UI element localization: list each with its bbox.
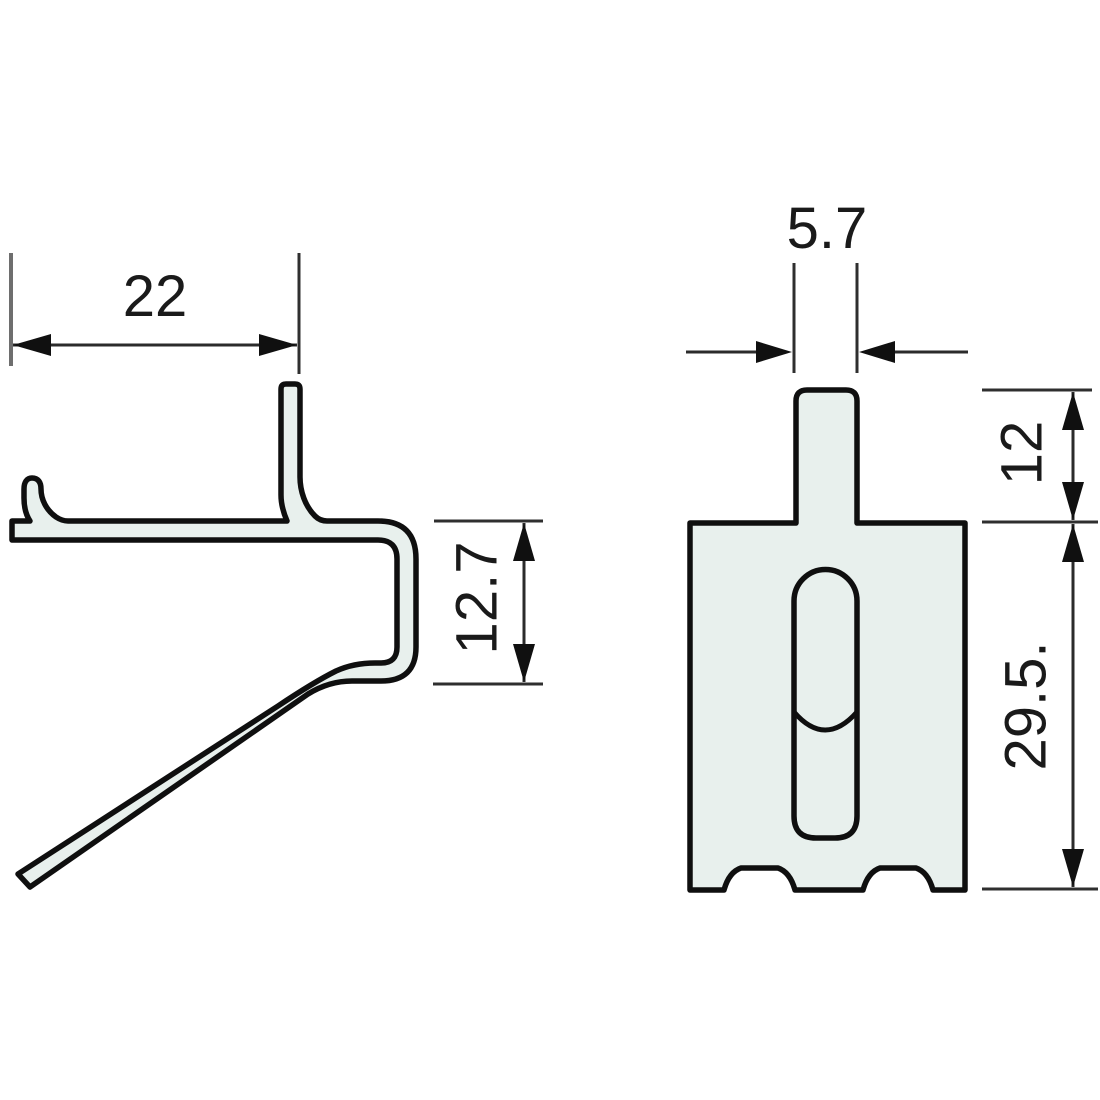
dim-label-front-body-height: 29.5. [993, 642, 1058, 771]
arrowhead-right [259, 334, 297, 356]
dim-side-width: 22 [9, 253, 301, 374]
arrowhead-down [1062, 849, 1084, 887]
arrowhead-left-pointing [859, 341, 895, 363]
dim-label-front-tab-width: 5.7 [787, 196, 868, 261]
arrowhead-right-pointing [756, 341, 792, 363]
dim-label-side-drop-height: 12.7 [444, 542, 509, 655]
front-slot-lance-arc [792, 710, 859, 733]
dim-front-body-height: 29.5. [982, 524, 1098, 891]
arrowhead-left [13, 334, 51, 356]
side-profile-outline [9, 381, 419, 890]
dim-front-tab-width: 5.7 [686, 196, 968, 373]
arrowhead-up [1062, 524, 1084, 562]
dim-label-front-tab-height: 12 [989, 421, 1054, 486]
arrowhead-up [1062, 392, 1084, 430]
side-profile-view: 22 12.7 [9, 253, 543, 890]
arrowhead-down [513, 644, 535, 682]
front-slot-outline [791, 566, 860, 841]
front-view: 5.7 12 29.5. [686, 196, 1098, 893]
dim-side-drop-height: 12.7 [433, 519, 543, 686]
arrowhead-up [513, 523, 535, 561]
dim-front-tab-height: 12 [982, 388, 1098, 524]
dim-label-side-width: 22 [123, 264, 188, 329]
arrowhead-down [1062, 482, 1084, 520]
